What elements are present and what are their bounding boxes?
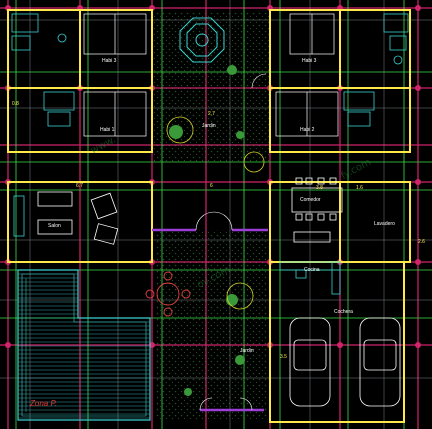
- dimension-label: 3.5: [280, 354, 287, 360]
- room-label-jardin-top: Jardin: [202, 123, 216, 129]
- kitchen-counters: [279, 261, 341, 295]
- plants: [169, 65, 245, 396]
- glass-walls: [152, 228, 268, 412]
- terrace-table: [145, 271, 191, 317]
- octagon-fountain: [179, 17, 225, 63]
- room-label-salon: Salon: [48, 223, 61, 229]
- dimension-label: 2.6: [418, 239, 425, 245]
- dining-table: [291, 177, 343, 243]
- bathroom-fixtures: [11, 13, 409, 127]
- room-label-cocina: Cocina: [304, 267, 320, 273]
- dimension-label: 3.8: [316, 185, 323, 191]
- room-label-habi2: Habi 2: [300, 127, 315, 133]
- dimension-label: 1.6: [356, 185, 363, 191]
- cars: [289, 317, 401, 407]
- salon-furniture: [13, 191, 119, 245]
- swimming-pool: [17, 269, 151, 421]
- room-label-habi3: Habi 3: [102, 58, 117, 64]
- dimension-label: 6: [210, 183, 213, 189]
- trees: [166, 116, 265, 310]
- dimension-label: 0.8: [12, 101, 19, 107]
- room-label-jardin-bottom: Jardin: [240, 348, 254, 354]
- dimension-label: 6.7: [76, 183, 83, 189]
- room-label-comedor: Comedor: [300, 197, 321, 203]
- dimension-label: 2.7: [208, 111, 215, 117]
- doors: [195, 73, 267, 411]
- room-label-habi1: Habi 1: [100, 127, 115, 133]
- room-label-lavadero: Lavadero: [374, 221, 395, 227]
- beds: [83, 13, 339, 137]
- room-label-cochera: Cochera: [334, 309, 353, 315]
- room-label-piscina: Zona P.: [30, 399, 57, 408]
- room-label-habi3-right: Habi 3: [302, 58, 317, 64]
